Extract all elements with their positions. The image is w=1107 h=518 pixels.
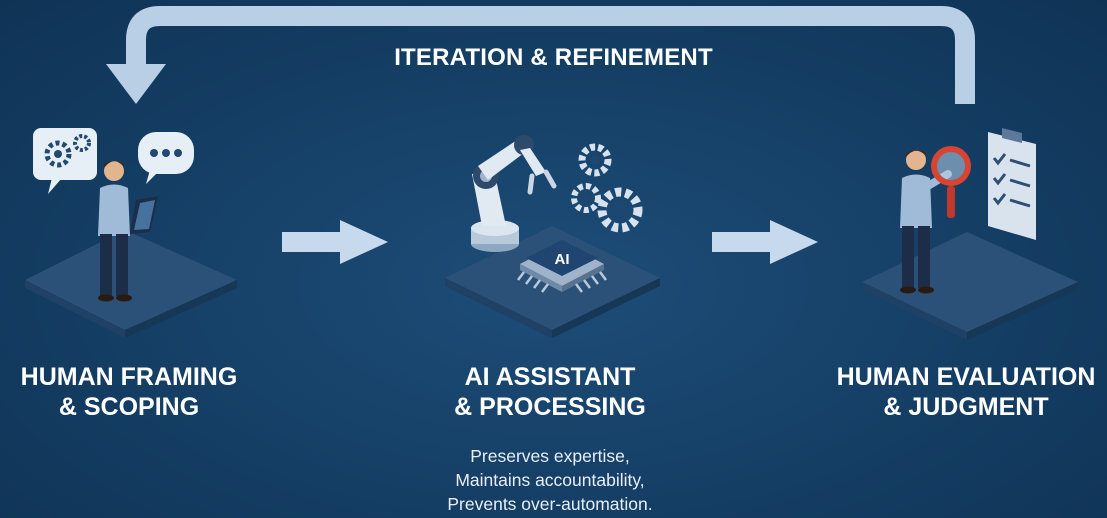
benefits-note: Preserves expertise, Maintains accountab…	[380, 444, 720, 516]
iteration-refinement-label: ITERATION & REFINEMENT	[394, 44, 713, 71]
flow-arrow-2	[712, 220, 818, 264]
person-with-magnifier-icon	[862, 128, 1078, 340]
benefit-line: Prevents over-automation.	[447, 494, 653, 514]
person-with-tablet-icon	[25, 128, 237, 338]
flow-arrow-1	[282, 220, 388, 264]
stage-title-ai-assistant: AI ASSISTANT & PROCESSING	[454, 363, 646, 421]
benefit-line: Preserves expertise,	[470, 446, 630, 466]
feedback-loop-arrow	[106, 6, 975, 104]
ai-chip-label: AI	[555, 251, 570, 268]
stage-title-human-evaluation: HUMAN EVALUATION & JUDGMENT	[836, 363, 1096, 421]
stage-title-human-framing: HUMAN FRAMING & SCOPING	[20, 363, 238, 421]
benefit-line: Maintains accountability,	[455, 470, 645, 490]
robot-arm-ai-chip-icon: AI	[445, 135, 660, 338]
